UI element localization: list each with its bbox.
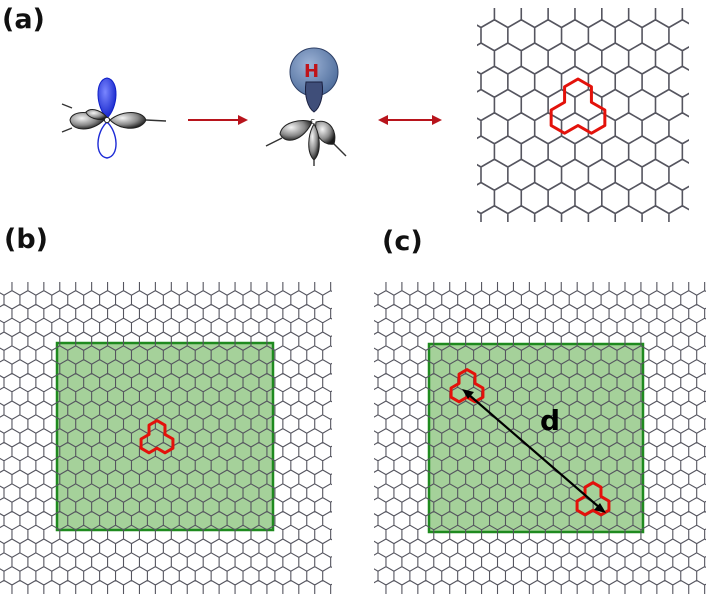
sp3-lobe-left — [279, 120, 313, 141]
double-arrow — [378, 115, 442, 125]
hydrogen-defect — [549, 77, 607, 135]
graphene-lattice — [0, 282, 332, 594]
panel-label-a: (a) — [2, 4, 45, 35]
supercell-region — [55, 341, 275, 532]
p-orbital-upper-lobe — [97, 77, 117, 119]
sp2-lobe-back — [85, 109, 109, 121]
graphene-lattice — [477, 8, 689, 222]
sp2-lobe-right — [109, 112, 147, 129]
hydrogen-label: H — [304, 61, 319, 82]
distance-arrow — [462, 389, 606, 513]
panel-label-c: (c) — [382, 226, 423, 257]
svg-text:c: c — [310, 117, 315, 127]
lattice-panel-a — [477, 8, 689, 222]
hydrogen-defect-pair — [449, 368, 611, 517]
orbital-diagram: H c — [61, 47, 442, 166]
sp2-carbon-orbital — [61, 77, 167, 159]
ch-bond-lobe — [305, 81, 323, 113]
lattice-panel-c: d — [374, 282, 706, 594]
lattice-panel-b — [0, 282, 332, 594]
reaction-arrow — [188, 115, 248, 125]
p-orbital-lower-lobe — [97, 121, 117, 159]
hydrogen-defect — [139, 419, 175, 455]
distance-label: d — [540, 404, 560, 437]
sp3-carbon-hydrogen: H c — [265, 47, 347, 166]
panel-label-b: (b) — [4, 224, 49, 255]
